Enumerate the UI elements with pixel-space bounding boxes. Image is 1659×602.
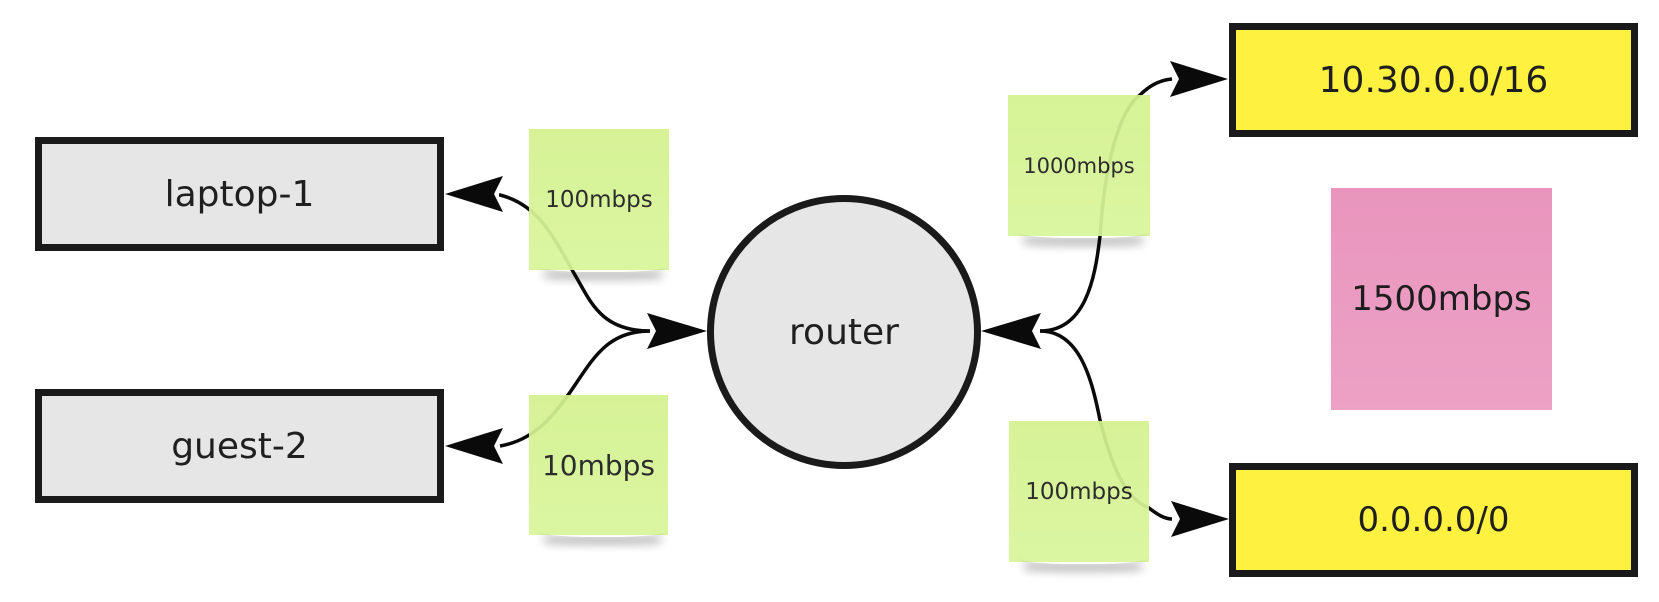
- node-router[interactable]: router: [707, 195, 981, 469]
- node-label: laptop-1: [164, 173, 315, 215]
- node-network-default[interactable]: 0.0.0.0/0: [1229, 463, 1638, 577]
- arrowhead-into-router-right: [981, 313, 1041, 349]
- node-laptop-1[interactable]: laptop-1: [35, 137, 444, 251]
- sticky-note-total-bandwidth[interactable]: 1500mbps: [1331, 188, 1552, 410]
- arrowhead-into-net2: [1171, 501, 1229, 537]
- node-label: 10.30.0.0/16: [1318, 59, 1549, 101]
- arrowhead-into-router-left: [647, 313, 707, 349]
- sticky-note-guest-bandwidth[interactable]: 10mbps: [529, 395, 668, 535]
- node-label: 0.0.0.0/0: [1357, 500, 1510, 540]
- sticky-label: 10mbps: [541, 448, 656, 482]
- arrowhead-into-guest: [445, 428, 503, 464]
- sticky-label: 100mbps: [545, 186, 653, 213]
- arrowhead-into-laptop: [445, 176, 503, 212]
- node-label: guest-2: [171, 425, 308, 467]
- sticky-note-net2-bandwidth[interactable]: 100mbps: [1009, 421, 1149, 562]
- edge-router-laptop[interactable]: [499, 193, 651, 333]
- arrowhead-into-net1: [1170, 61, 1228, 97]
- edge-router-guest[interactable]: [499, 329, 651, 448]
- sticky-label: 100mbps: [1025, 478, 1133, 505]
- node-guest-2[interactable]: guest-2: [35, 389, 444, 503]
- node-network-10-30[interactable]: 10.30.0.0/16: [1229, 23, 1638, 137]
- sticky-label: 1500mbps: [1351, 279, 1532, 319]
- node-label: router: [789, 311, 899, 353]
- sticky-note-laptop-bandwidth[interactable]: 100mbps: [529, 129, 669, 270]
- sticky-label: 1000mbps: [1023, 153, 1135, 178]
- sticky-note-net1-bandwidth[interactable]: 1000mbps: [1008, 95, 1150, 236]
